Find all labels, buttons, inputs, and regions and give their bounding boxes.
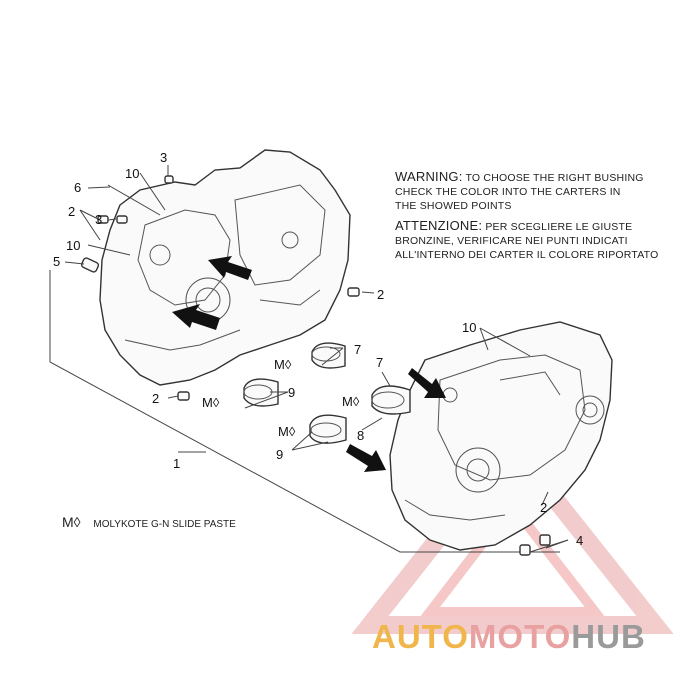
part-number-4: 4 [576, 533, 583, 548]
part-number-2: 2 [68, 204, 75, 219]
part-number-2: 2 [377, 287, 384, 302]
warning-note: WARNING: TO CHOOSE THE RIGHT BUSHING CHE… [395, 170, 695, 213]
part-number-10: 10 [462, 320, 476, 335]
attention-heading: ATTENZIONE: [395, 218, 483, 233]
leader-lines [64, 165, 569, 553]
watermark-text: AUTOMOTOHUB [372, 618, 646, 656]
attention-note: ATTENZIONE: PER SCEGLIERE LE GIUSTE BRON… [395, 219, 695, 262]
watermark-part: MOTO [468, 618, 572, 655]
attention-line: ALL'INTERNO DEI CARTER IL COLORE RIPORTA… [395, 249, 659, 261]
part-number-5: 5 [53, 254, 60, 269]
warning-line: THE SHOWED POINTS [395, 200, 512, 212]
bushing-7-lower [371, 385, 411, 415]
part-number-7: 7 [376, 355, 383, 370]
warning-heading: WARNING: [395, 169, 463, 184]
part-number-3: 3 [95, 212, 102, 227]
watermark-part: AUTO [372, 618, 469, 655]
part-number-6: 6 [74, 180, 81, 195]
legend-symbol: M◊ [62, 514, 81, 530]
part-number-7: 7 [354, 342, 361, 357]
indicator-arrows [172, 256, 446, 472]
warning-line: TO CHOOSE THE RIGHT BUSHING [465, 172, 644, 184]
part-number-8: 8 [357, 428, 364, 443]
part-number-10: 10 [66, 238, 80, 253]
lubricant-marker: M◊ [342, 394, 360, 409]
lubricant-marker: M◊ [274, 357, 292, 372]
assembly-bracket [49, 270, 560, 553]
lubricant-legend: M◊ MOLYKOTE G-N SLIDE PASTE [62, 514, 236, 530]
attention-line: PER SCEGLIERE LE GIUSTE [485, 221, 633, 233]
part-number-1: 1 [173, 456, 180, 471]
right-crankcase-half [389, 321, 613, 551]
part-number-2: 2 [540, 500, 547, 515]
lubricant-marker: M◊ [278, 424, 296, 439]
lubricant-marker: M◊ [202, 395, 220, 410]
legend-text: MOLYKOTE G-N SLIDE PASTE [93, 519, 236, 530]
part-numbers: 1 2 2 2 2 3 3 4 5 6 7 7 8 9 9 10 10 10 M… [53, 150, 583, 548]
warning-line: CHECK THE COLOR INTO THE CARTERS IN [395, 186, 621, 198]
part-number-9: 9 [288, 385, 295, 400]
part-number-2: 2 [152, 391, 159, 406]
part-number-10: 10 [125, 166, 139, 181]
watermark-part: HUB [571, 618, 646, 655]
part-number-9: 9 [276, 447, 283, 462]
stud-6 [107, 184, 161, 216]
attention-line: BRONZINE, VERIFICARE NEI PUNTI INDICATI [395, 235, 628, 247]
bushing-7-upper [311, 342, 346, 369]
part-number-3: 3 [160, 150, 167, 165]
bushing-9-lower [309, 414, 347, 444]
dowel-pins [80, 175, 551, 556]
